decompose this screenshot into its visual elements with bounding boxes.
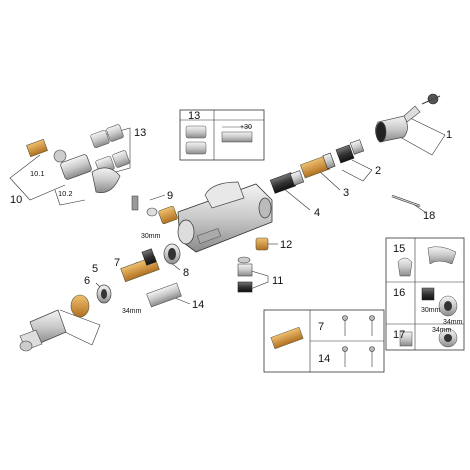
inset-dim-34mm-b: 34mm xyxy=(432,327,452,334)
inset-dim-30mm: 30mm xyxy=(421,307,441,314)
dim-30mm: 30mm xyxy=(141,233,161,240)
part-4-thermo-element xyxy=(269,170,305,194)
inset-dim-34mm-a: 34mm xyxy=(443,319,463,326)
part-14-cartridge xyxy=(146,282,182,308)
dim-34mm: 34mm xyxy=(122,308,142,315)
label-18: 18 xyxy=(423,210,435,222)
inset-7-number: 7 xyxy=(318,321,324,333)
label-7: 7 xyxy=(114,257,120,269)
inset-17-number: 17 xyxy=(393,329,405,341)
part-8-ring xyxy=(163,243,181,265)
label-13: 13 xyxy=(134,127,146,139)
part-6-ring xyxy=(96,284,112,304)
label-9: 9 xyxy=(167,190,173,202)
part-13-sleeves xyxy=(90,124,130,175)
label-10-2: 10.2 xyxy=(58,189,73,198)
part-12-nut xyxy=(255,237,269,251)
part-10-s-union xyxy=(26,138,121,193)
inset-right xyxy=(385,237,465,351)
inset-13-number: 13 xyxy=(188,110,200,122)
mixer-body xyxy=(177,181,273,253)
inset-16-number: 16 xyxy=(393,287,405,299)
inset-15-number: 15 xyxy=(393,243,405,255)
label-8: 8 xyxy=(183,267,189,279)
part-11-aerator xyxy=(237,256,253,293)
label-4: 4 xyxy=(314,207,320,219)
part-7-cartridge xyxy=(120,248,160,283)
inset-13-dim: +30 xyxy=(240,124,252,131)
part-2-cap xyxy=(335,139,365,164)
label-2: 2 xyxy=(375,165,381,177)
label-11: 11 xyxy=(272,275,283,287)
label-6: 6 xyxy=(84,275,90,287)
label-5: 5 xyxy=(92,263,98,275)
part-9-screw xyxy=(131,195,178,225)
label-10-1: 10.1 xyxy=(30,169,45,178)
inset-14-number: 14 xyxy=(318,353,330,365)
part-18-tool xyxy=(391,194,421,208)
label-3: 3 xyxy=(343,187,349,199)
part-5-handle xyxy=(19,294,90,352)
label-10: 10 xyxy=(10,194,22,206)
label-12: 12 xyxy=(280,239,292,251)
part-3-cartridge xyxy=(300,152,336,179)
callout-labels: 1 2 3 4 5 6 7 8 9 10 10.1 10.2 11 12 13 … xyxy=(10,110,463,365)
inset-13 xyxy=(179,109,265,161)
part-1-shroud xyxy=(375,93,441,143)
label-1: 1 xyxy=(446,129,452,141)
label-14: 14 xyxy=(192,299,204,311)
inset-bottom xyxy=(263,309,385,373)
